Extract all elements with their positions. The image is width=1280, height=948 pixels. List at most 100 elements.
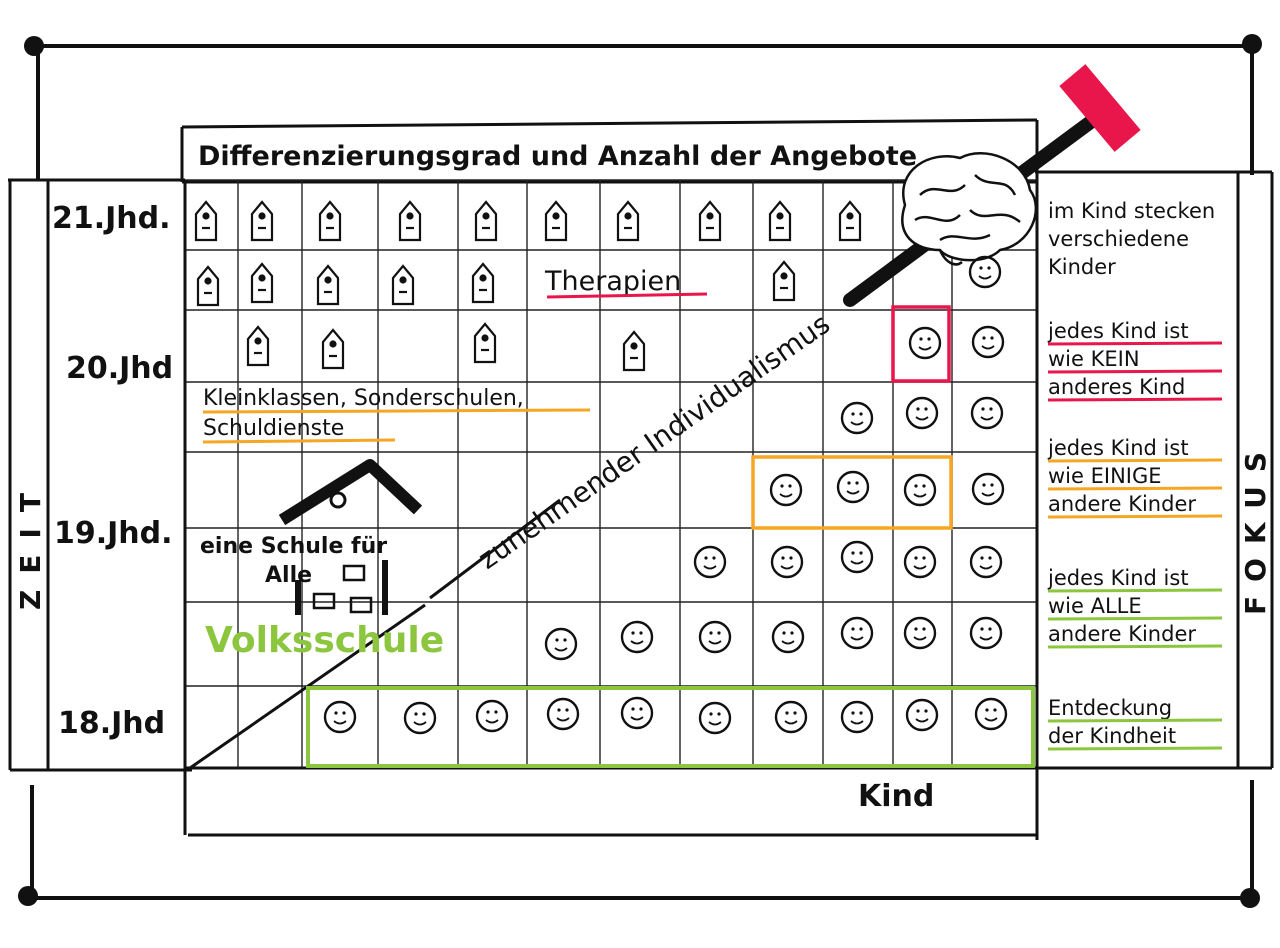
focus-note-line: andere Kinder — [1048, 622, 1196, 646]
house-icon — [616, 200, 640, 242]
frame-corner-dots — [18, 34, 1262, 908]
century-20: 20.Jhd — [66, 351, 173, 386]
house-icon — [318, 200, 342, 242]
focus-note: jedes Kind ist wie ALLE andere Kinder — [1047, 566, 1223, 649]
focus-note: Entdeckung der Kindheit — [1047, 696, 1223, 751]
label-schule-1: eine Schule für — [200, 534, 387, 559]
house-icon — [698, 200, 722, 242]
focus-note-line: Entdeckung — [1048, 696, 1172, 720]
house-icon — [196, 265, 220, 307]
focus-note-line: wie ALLE — [1048, 594, 1142, 618]
focus-note-underline — [1047, 746, 1223, 751]
smiley-face-icon — [544, 627, 578, 661]
smiley-face-icon — [840, 401, 874, 435]
svg-text:ZEIT: ZEIT — [14, 477, 47, 610]
focus-note-underline — [1047, 588, 1223, 593]
house-icon — [321, 328, 345, 370]
diagonal-arrow-line-upper — [429, 498, 561, 600]
smiley-face-icon — [840, 616, 874, 650]
house-icon — [471, 262, 495, 304]
label-therapien: Therapien — [544, 266, 681, 297]
smiley-face-icon — [903, 473, 937, 507]
focus-note-line: verschiedene — [1048, 227, 1189, 251]
focus-note-line: jedes Kind ist — [1047, 436, 1189, 460]
title-box — [180, 118, 1039, 184]
schoolhouse-icon — [278, 459, 423, 615]
smiley-face-icon — [475, 699, 509, 733]
century-19: 19.Jhd. — [54, 516, 173, 551]
house-icon — [768, 200, 792, 242]
smiley-face-icon — [840, 540, 874, 574]
smiley-face-icon — [620, 620, 654, 654]
diagram-title: Differenzierungsgrad und Anzahl der Ange… — [198, 141, 917, 172]
smiley-face-icon — [698, 620, 732, 654]
house-icon — [398, 200, 422, 242]
smiley-face-icon — [693, 545, 727, 579]
house-icon — [391, 264, 415, 306]
svg-text:FOKUS: FOKUS — [1239, 438, 1272, 615]
underline-therapien — [546, 292, 708, 299]
smiley-face-icon — [903, 545, 937, 579]
house-icon — [474, 200, 498, 242]
focus-note-underline — [1047, 644, 1223, 649]
smiley-face-icon — [769, 473, 803, 507]
smiley-face-icon — [903, 616, 937, 650]
houses-layer — [194, 200, 862, 372]
focus-note-underline — [1047, 458, 1223, 463]
label-kleinklassen-1: Kleinklassen, Sonderschulen, — [203, 386, 524, 411]
axis-right-title: FOKUS — [1239, 438, 1272, 615]
house-icon — [250, 262, 274, 304]
focus-note-line: im Kind stecken — [1048, 199, 1215, 223]
underline-kleinklassen-1 — [202, 408, 591, 414]
smiley-face-icon — [971, 472, 1005, 506]
smiley-face-icon — [974, 697, 1008, 731]
focus-note-underline — [1047, 718, 1223, 723]
focus-note-line: jedes Kind ist — [1047, 566, 1189, 590]
smiley-face-icon — [698, 701, 732, 735]
house-icon — [473, 322, 497, 364]
smiley-face-icon — [770, 545, 804, 579]
smiley-face-icon — [905, 698, 939, 732]
focus-note-underline — [1047, 369, 1223, 374]
smiley-face-icon — [969, 545, 1003, 579]
smiley-face-icon — [908, 326, 942, 360]
house-icon — [194, 200, 218, 242]
house-icon — [316, 264, 340, 306]
smiley-face-icon — [774, 700, 808, 734]
focus-note-line: Kinder — [1048, 255, 1116, 279]
house-icon — [250, 200, 274, 242]
time-band — [8, 178, 192, 772]
focus-note-underline — [1047, 616, 1223, 621]
highlight-red — [891, 305, 951, 383]
brain-icon — [901, 152, 1038, 266]
label-schule-2: Alle — [265, 563, 312, 588]
focus-note-line: der Kindheit — [1048, 724, 1176, 748]
focus-note-line: andere Kinder — [1048, 492, 1196, 516]
house-icon — [544, 200, 568, 242]
smiley-face-icon — [546, 697, 580, 731]
smiley-face-icon — [403, 701, 437, 735]
label-kleinklassen-2: Schuldienste — [203, 416, 344, 441]
house-icon — [622, 330, 646, 372]
focus-note-underline — [1047, 514, 1223, 519]
smiley-face-icon — [323, 700, 357, 734]
focus-band — [1035, 170, 1274, 770]
smiley-face-icon — [620, 696, 654, 730]
outer-frame — [30, 44, 1254, 900]
smiley-face-icon — [905, 396, 939, 430]
smiley-face-icon — [968, 255, 1002, 289]
smiley-face-icon — [970, 396, 1004, 430]
faces-layer — [323, 255, 1008, 735]
axis-bottom-title: Kind — [858, 779, 934, 814]
smiley-face-icon — [840, 700, 874, 734]
focus-note-underline — [1047, 486, 1223, 491]
focus-note-underline — [1047, 341, 1223, 346]
focus-note-line: jedes Kind ist — [1047, 319, 1189, 343]
label-volksschule: Volksschule — [205, 620, 444, 661]
smiley-face-icon — [836, 470, 870, 504]
focus-note-underline — [1047, 397, 1223, 402]
